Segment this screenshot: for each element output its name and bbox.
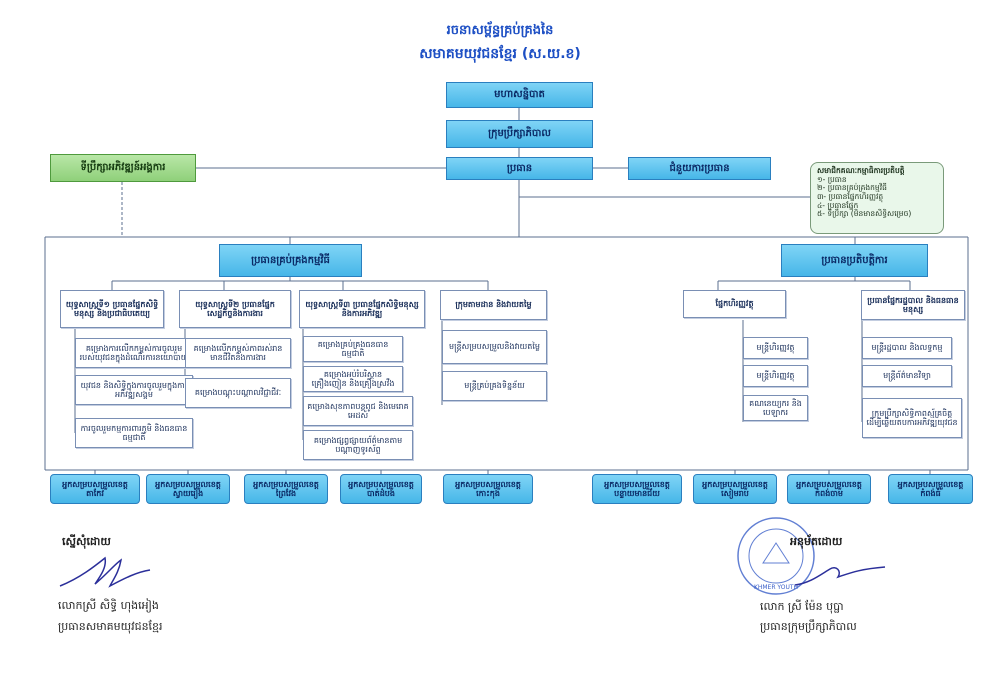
program-manager-box: ប្រធានគ្រប់គ្រងកម្មវិធី [219, 244, 362, 277]
strategy-3-head-box: យុទ្ធសាស្ត្រទី៣ ប្រធានផ្នែកសិទ្ធិមនុស្ស … [299, 290, 425, 328]
province-coordinator-box: អ្នកសម្របសម្រួលខេត្តបន្ទាយមានជ័យ [592, 474, 682, 504]
executive-committee-item: ៥- ទីប្រឹក្សា (មិនមានសិទ្ធិសម្រេច) [817, 209, 912, 219]
chart-title-line-1: រចនាសម្ព័ន្ធគ្រប់គ្រងនៃ [446, 23, 554, 38]
strategy-3-item-box: គម្រោងផ្សព្វផ្សាយព័ត៌មានតាមបណ្តាញទូរស័ព្… [303, 430, 413, 460]
strategy-1-item-box: គម្រោងការលើកកម្ពស់ការចូលរួមរបស់យុវជនក្នុ… [75, 338, 193, 368]
strategy-3-item-box: គម្រោងអប់រំបរិស្ថានគ្រឿងញៀន និងគ្រឿងស្រវ… [303, 366, 403, 392]
right-handwritten-signature [794, 566, 886, 586]
strategy-3-item-box: គម្រោងគ្រប់គ្រងធនធានធម្មជាតិ [303, 336, 403, 362]
finance-item-box: គណនេយ្យករ និងបេឡាករ [743, 395, 808, 421]
finance-item-box: មន្ត្រីហិរញ្ញវត្ថុ [743, 337, 808, 359]
strategy-2-head-box: យុទ្ធសាស្ត្រទី២ ប្រធានផ្នែកសេដ្ឋកិច្ចនិង… [179, 290, 291, 328]
strategy-1-item-box: ការចូលរួមកម្មការពារភូមិ និងធនធានធម្មជាតិ [75, 418, 193, 448]
finance-item-box: មន្ត្រីហិរញ្ញវត្ថុ [743, 365, 808, 387]
operations-manager-box: ប្រធានប្រតិបត្តិការ [781, 244, 928, 277]
province-coordinator-box: អ្នកសម្របសម្រួលខេត្តបាត់ដំបង [340, 474, 422, 504]
province-coordinator-box: អ្នកសម្របសម្រួលខេត្តតាកែវ [50, 474, 140, 504]
board-of-directors-box: ក្រុមប្រឹក្សាភិបាល [446, 120, 593, 148]
general-assembly-box: មហាសន្និបាត [446, 82, 593, 108]
strategy-1-head-box: យុទ្ធសាស្ត្រទី១ ប្រធានផ្នែកសិទ្ធិមនុស្ស … [60, 290, 164, 328]
president-box: ប្រធាន [446, 157, 593, 180]
province-coordinator-box: អ្នកសម្របសម្រួលខេត្តស្វាយរៀង [146, 474, 230, 504]
administration-hr-head-box: ប្រធានផ្នែករដ្ឋបាល និងធនធានមនុស្ស [861, 290, 965, 320]
province-coordinator-box: អ្នកសម្របសម្រួលខេត្តសៀមរាប [693, 474, 777, 504]
executive-committee-item: ១- ប្រធាន [817, 174, 847, 184]
strategy-1-item-box: យុវជន និងសិទ្ធិក្នុងការចូលរួមក្នុងការអភិ… [75, 375, 193, 405]
administration-hr-item-box: ក្រុមប្រឹក្សាសិទ្ធិភាពស្ម័គ្រចិត្តដើម្បី… [862, 398, 962, 438]
executive-committee-title: សមាជិកគណៈកម្មាធិការប្រតិបត្តិ [817, 166, 905, 175]
strategy-2-item-box: គម្រោងលើកកម្ពស់ភាពរស់រានមានជីវិតនិងការងា… [185, 338, 291, 368]
executive-committee-box: សមាជិកគណៈកម្មាធិការប្រតិបត្តិ ១- ប្រធាន … [810, 162, 944, 234]
strategy-2-item-box: គម្រោងបណ្តុះបណ្តាលវិជ្ជាជីវៈ [185, 378, 291, 408]
development-advisors-box: ទីប្រឹក្សាអភិវឌ្ឍន៍អង្គការ [50, 154, 196, 182]
association-stamp: KHMER YOUTH [737, 517, 815, 595]
monitoring-evaluation-item-box: មន្ត្រីសម្របសម្រួលនិងវាយតម្លៃ [442, 330, 547, 364]
requested-by-label: ស្នើសុំដោយ [62, 535, 111, 548]
chart-title-line-2: សមាគមយុវជនខ្មែរ (ស.យ.ខ) [419, 46, 581, 62]
executive-committee-item: ២- ប្រធានគ្រប់គ្រងកម្មវិធី [817, 183, 887, 193]
province-coordinator-box: អ្នកសម្របសម្រួលខេត្តកំពង់ចាម [787, 474, 871, 504]
left-signatory-name: លោកស្រី សិទ្ធិ ហុងអៀង [58, 599, 159, 612]
province-coordinator-box: អ្នកសម្របសម្រួលខេត្តកោះកុង [443, 474, 533, 504]
right-signatory-name: លោក ស្រី ម៉ែន បុប្ផា [760, 600, 844, 613]
administration-hr-item-box: មន្ត្រីរដ្ឋបាល និងលទ្ធកម្ម [862, 337, 952, 359]
executive-committee-item: ៣- ប្រធានផ្នែកហិរញ្ញវត្ថុ [817, 191, 884, 201]
approved-by-label: អនុម័តដោយ [790, 535, 843, 548]
monitoring-evaluation-head-box: ក្រុមតាមដាន និងវាយតម្លៃ [440, 290, 547, 320]
administration-hr-item-box: មន្ត្រីព័ត៌មានវិទ្យា [862, 365, 952, 387]
province-coordinator-box: អ្នកសម្របសម្រួលខេត្តព្រៃវែង [244, 474, 328, 504]
left-signatory-title: ប្រធានសមាគមយុវជនខ្មែរ [58, 620, 163, 633]
right-signatory-title: ប្រធានក្រុមប្រឹក្សាភិបាល [760, 620, 857, 633]
finance-head-box: ផ្នែកហិរញ្ញវត្ថុ [683, 290, 786, 318]
president-assistant-box: ជំនួយការប្រធាន [628, 157, 771, 180]
strategy-3-item-box: គម្រោងសុខភាពបន្តពូជ និងមេរោគអេដស៍ [303, 396, 413, 426]
left-handwritten-signature [59, 556, 151, 588]
svg-text:KHMER YOUTH: KHMER YOUTH [754, 584, 798, 591]
province-coordinator-box: អ្នកសម្របសម្រួលខេត្តកំពង់ធំ [888, 474, 973, 504]
executive-committee-item: ៤- ប្រធានផ្នែក [817, 200, 859, 210]
monitoring-evaluation-item-box: មន្ត្រីគ្រប់គ្រងទិន្នន័យ [442, 371, 547, 401]
